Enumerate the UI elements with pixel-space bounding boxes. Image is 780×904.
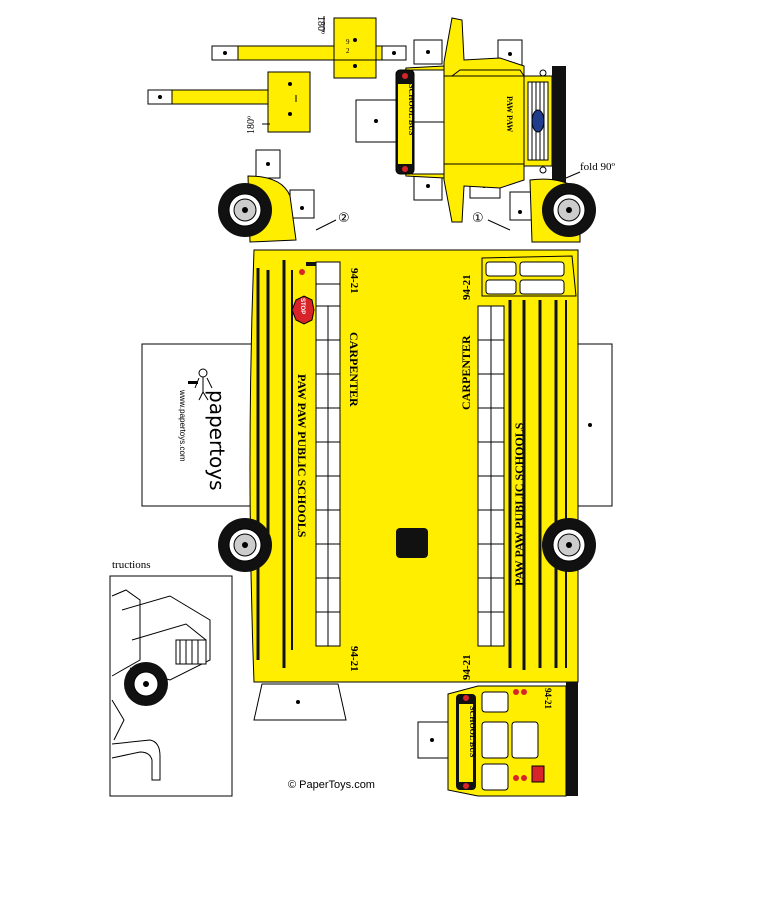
papertoys-figure-icon [188,368,213,401]
papertoys-url: www.papertoys.com [178,389,187,462]
rear-piece: SCHOOL BUS 94-21 [417,682,578,797]
instructions-title: tructions [112,559,151,571]
fold-90-label: fold 90º [580,161,615,173]
rotate-180-label-left: 180º [246,116,257,134]
instructions-illustration [109,575,233,797]
side-left-driver: CARPENTER [347,332,361,407]
marker-2: ② [338,211,350,226]
rotate-180-label-top: 180º [315,16,326,34]
hood-nameplate: PAW PAW [505,96,514,132]
hood-school-bus-sign: SCHOOL BUS [407,84,416,136]
svg-text:2: 2 [346,47,350,55]
wheel-front-right [542,183,596,237]
logo-panel [141,293,267,507]
rear-bus-number: 94-21 [543,688,553,709]
side-left-bus-number-bottom: 94-21 [348,646,360,672]
side-right-bus-number-bottom: 94-21 [461,654,473,680]
wheel-rear-left [218,518,272,572]
rear-school-bus-sign: SCHOOL BUS [468,706,477,758]
mirror-arm-top: 9 2 [211,17,407,79]
roof-hatch [396,528,428,558]
svg-text:STOP: STOP [299,298,305,314]
bus-body [249,249,579,683]
copyright-footer: © PaperToys.com [288,779,375,791]
marker-1: ① [472,211,484,226]
wheel-front-left [218,183,272,237]
svg-text:9: 9 [346,38,350,46]
side-right-school-name: PAW PAW PUBLIC SCHOOLS [512,422,526,586]
side-right-driver: CARPENTER [459,335,473,410]
bottom-left-tab [253,683,347,721]
side-left-school-name: PAW PAW PUBLIC SCHOOLS [295,374,309,538]
wheel-rear-right [542,518,596,572]
hood-piece: SCHOOL BUS PAW PAW [355,17,566,223]
mirror-arm-bottom [147,71,311,133]
side-right-bus-number-top: 94-21 [461,274,473,300]
grille [527,81,549,161]
stop-sign: STOP [291,295,315,325]
side-left-bus-number-top: 94-21 [348,268,360,294]
papertoys-brand: papertoys [205,390,229,491]
